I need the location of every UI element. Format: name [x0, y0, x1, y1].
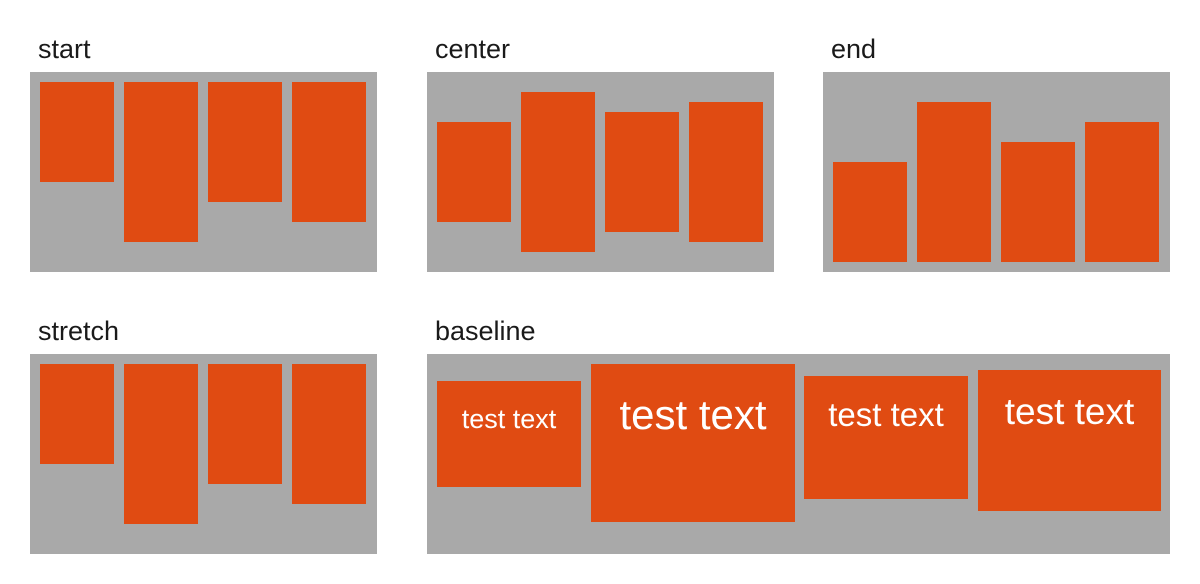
label-end: end: [831, 34, 877, 64]
baseline-item-4: test text: [978, 370, 1161, 511]
end-item-4: [1085, 122, 1159, 262]
panel-baseline: test text test text test text test text: [427, 354, 1170, 554]
stretch-item-4: [292, 364, 366, 504]
baseline-item-3: test text: [804, 376, 968, 499]
start-item-1: [40, 82, 114, 182]
start-item-4: [292, 82, 366, 222]
stretch-item-3: [208, 364, 282, 484]
baseline-item-1-text: test text: [461, 403, 557, 434]
baseline-item-4-text: test text: [1004, 390, 1135, 432]
center-item-3: [605, 112, 679, 232]
start-item-2: [124, 82, 198, 242]
stretch-item-1: [40, 364, 114, 464]
baseline-item-2: test text: [591, 364, 795, 522]
label-center: center: [435, 34, 511, 64]
label-baseline: baseline: [435, 316, 536, 346]
label-start: start: [38, 34, 91, 64]
end-item-1: [833, 162, 907, 262]
panel-center: [427, 72, 774, 272]
baseline-item-3-text: test text: [828, 395, 944, 433]
panel-stretch: [30, 354, 377, 554]
center-item-4: [689, 102, 763, 242]
start-item-3: [208, 82, 282, 202]
end-item-2: [917, 102, 991, 262]
baseline-item-2-text: test text: [619, 391, 767, 438]
center-item-2: [521, 92, 595, 252]
baseline-item-1: test text: [437, 381, 581, 487]
center-item-1: [437, 122, 511, 222]
end-item-3: [1001, 142, 1075, 262]
panel-start: [30, 72, 377, 272]
stretch-item-2: [124, 364, 198, 524]
panel-end: [823, 72, 1170, 272]
label-stretch: stretch: [38, 316, 120, 346]
